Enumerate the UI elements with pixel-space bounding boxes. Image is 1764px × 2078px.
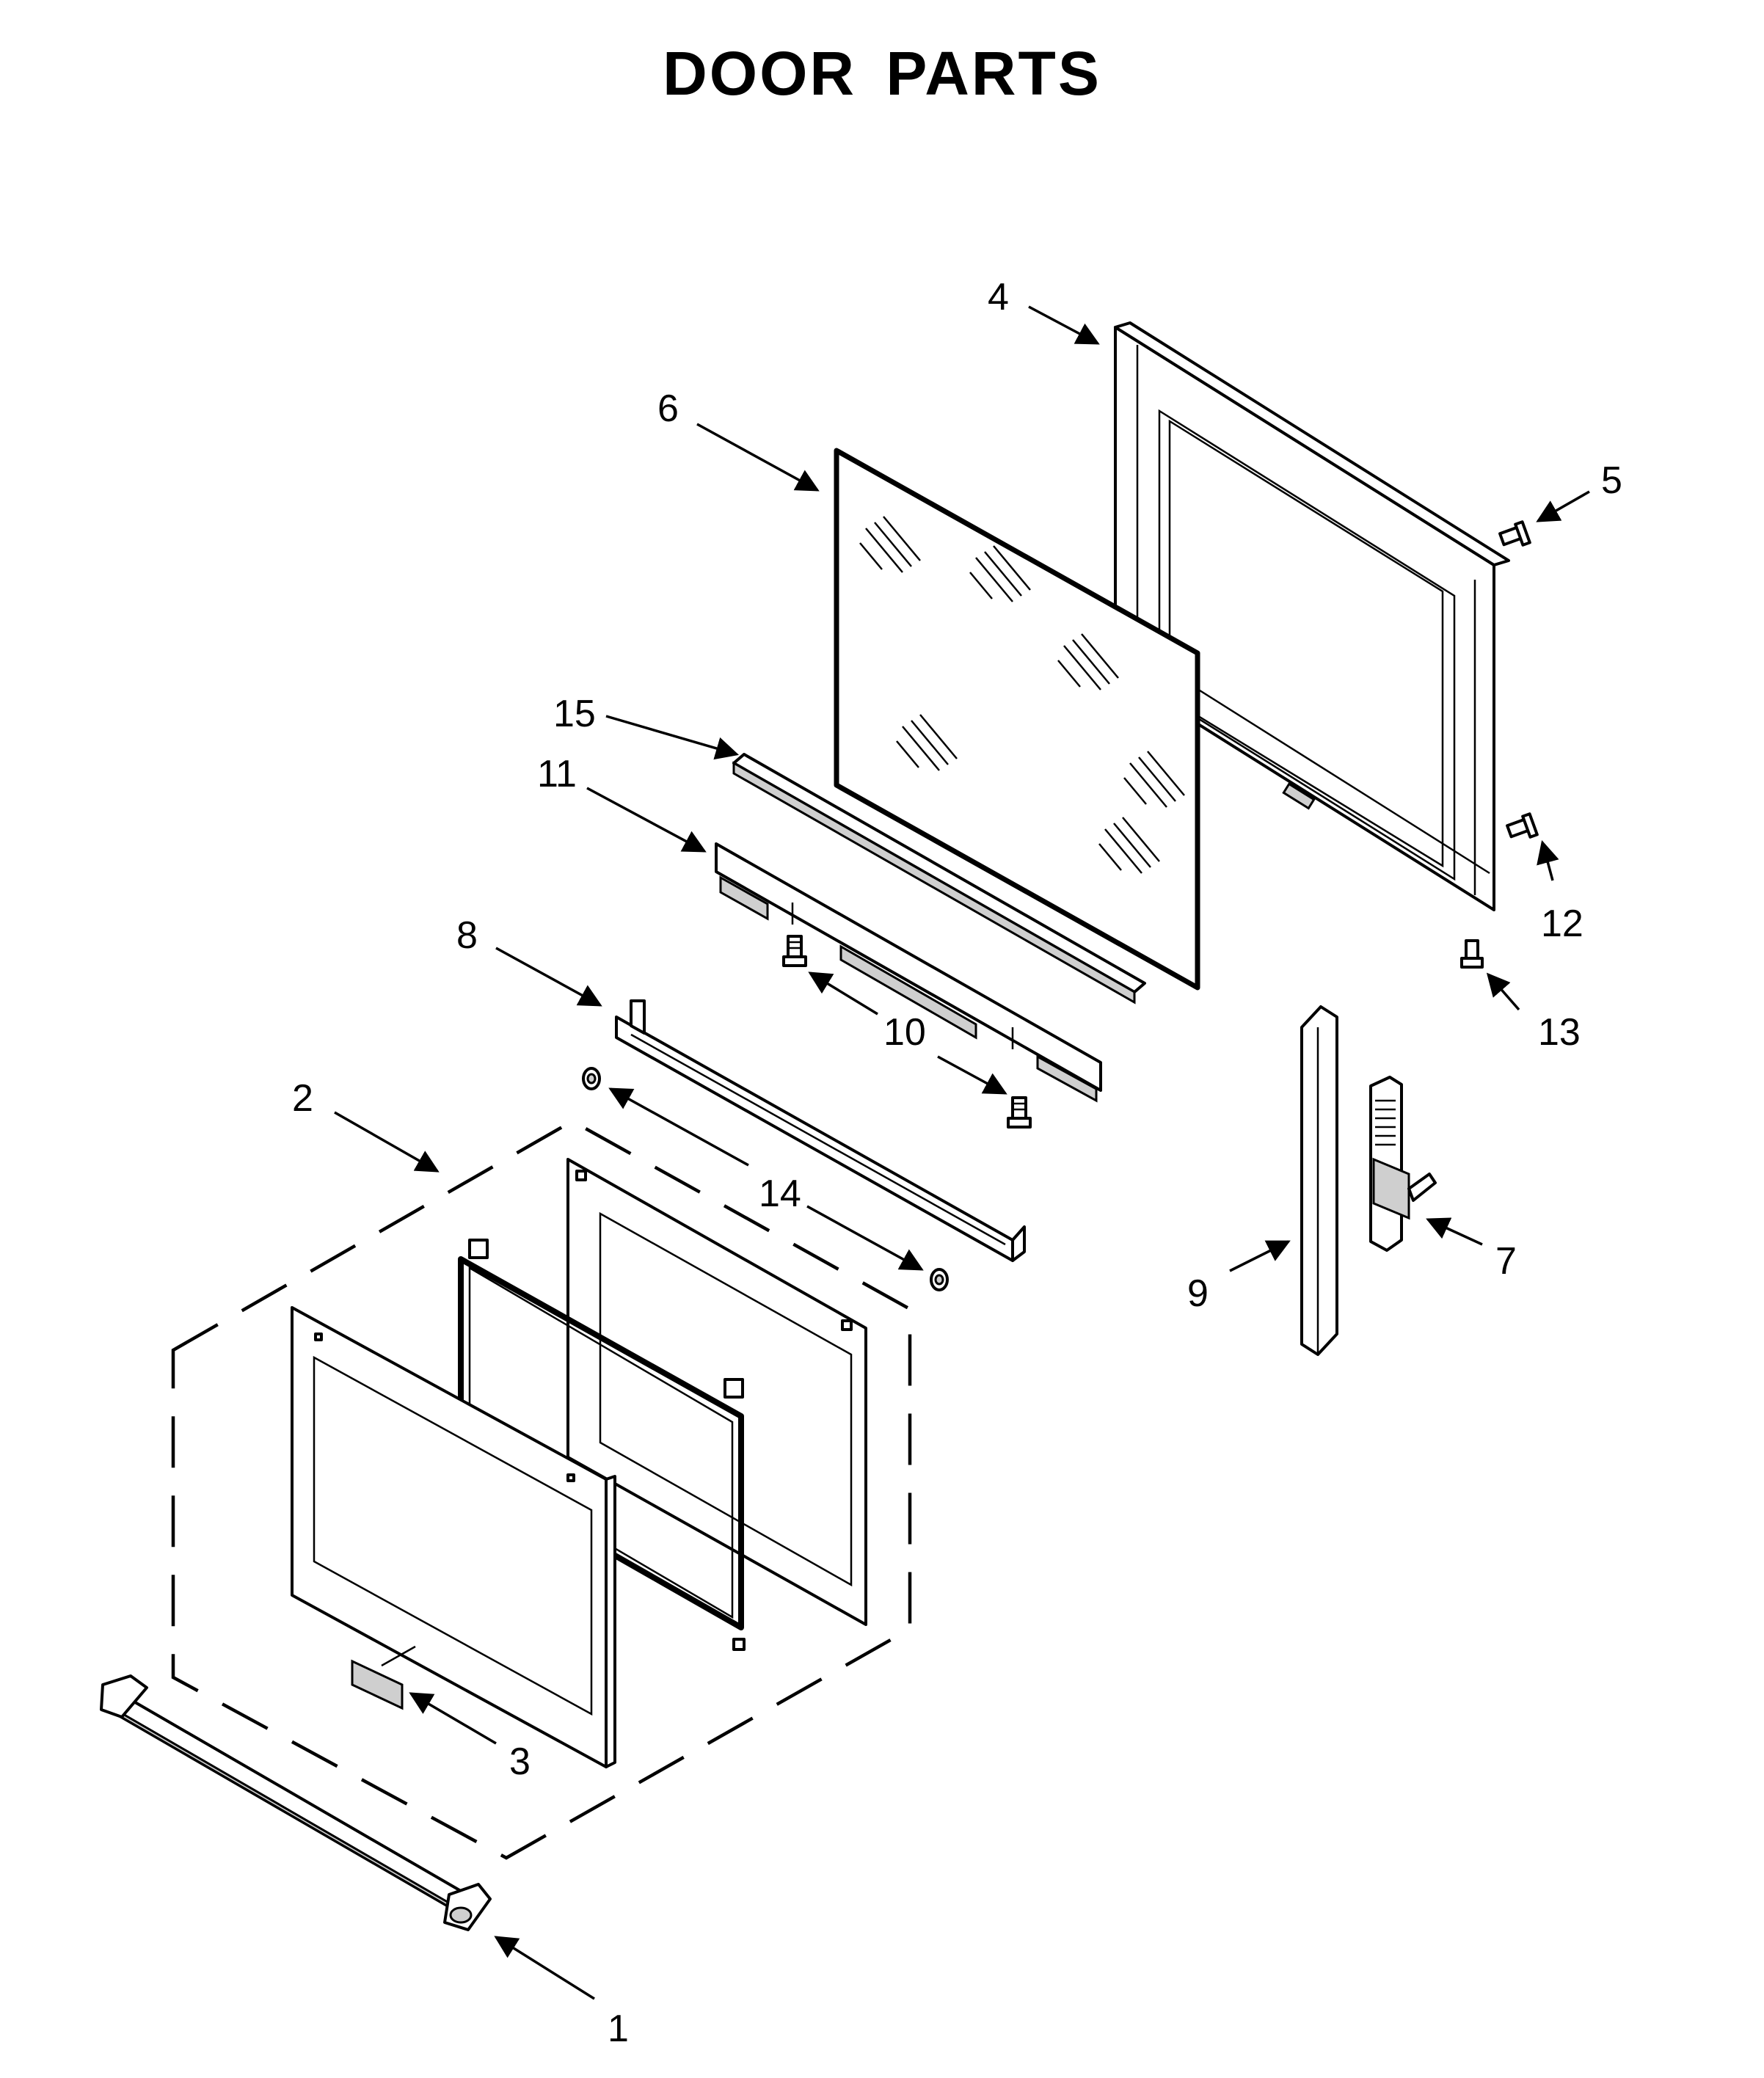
callout-14: 14 — [759, 1173, 801, 1215]
inner-door-panel — [566, 1158, 867, 1626]
callout-3: 3 — [509, 1740, 531, 1783]
part-14-bumper-top — [582, 1067, 601, 1090]
callout-1: 1 — [608, 2008, 629, 2050]
leader-1 — [494, 1936, 595, 2000]
callout-7: 7 — [1495, 1240, 1517, 1283]
leader-14b — [806, 1205, 924, 1271]
callout-9: 9 — [1187, 1272, 1209, 1315]
leader-10a — [808, 971, 878, 1016]
part-6-door-glass — [834, 448, 1200, 991]
callout-5: 5 — [1601, 459, 1622, 502]
callout-numbers: 1 2 3 4 5 6 7 8 9 10 11 12 13 14 15 — [292, 276, 1622, 2050]
part-1-handle — [100, 1674, 492, 1931]
part-13-screw — [1460, 939, 1484, 969]
leader-10b — [937, 1055, 1007, 1095]
callout-13: 13 — [1538, 1011, 1581, 1054]
part-7-hinge — [1369, 1076, 1437, 1252]
part-2-door-assembly-outline — [171, 1119, 912, 1860]
part-5-screw — [1498, 520, 1531, 547]
leader-6 — [696, 423, 820, 492]
part-8-bracket — [615, 999, 1026, 1262]
part-3-badge — [351, 1645, 416, 1710]
leader-15 — [605, 715, 740, 760]
callout-8: 8 — [456, 914, 478, 957]
glass-glare-marks — [859, 516, 1185, 874]
part-9-hinge-channel — [1300, 1005, 1338, 1356]
leader-13 — [1486, 972, 1520, 1011]
leader-9 — [1229, 1240, 1291, 1272]
part-12-screw — [1506, 812, 1539, 839]
callout-4: 4 — [988, 276, 1009, 318]
part-14-bumper-bottom — [930, 1268, 949, 1291]
part-4-door-frame — [1114, 321, 1510, 911]
callout-11: 11 — [537, 753, 577, 795]
callout-2: 2 — [292, 1077, 313, 1120]
callout-15: 15 — [553, 693, 596, 735]
leader-lines — [334, 305, 1590, 2000]
leader-4 — [1028, 305, 1100, 345]
leader-11 — [586, 787, 707, 853]
part-11-channel — [715, 842, 1102, 1103]
part-10-screw-left — [782, 935, 807, 967]
leader-14a — [608, 1087, 749, 1167]
callout-10: 10 — [883, 1011, 926, 1054]
callout-6: 6 — [657, 387, 679, 430]
leader-8 — [495, 947, 602, 1007]
leader-3 — [409, 1692, 497, 1745]
callout-12: 12 — [1541, 903, 1583, 945]
leader-12 — [1537, 839, 1559, 881]
leader-2 — [334, 1111, 440, 1173]
diagram-title: DOOR PARTS — [663, 39, 1101, 108]
part-15-trim — [732, 753, 1146, 1005]
leader-5 — [1536, 490, 1590, 522]
outer-door-panel — [291, 1306, 616, 1768]
part-10-screw-right — [1007, 1096, 1032, 1129]
leader-7 — [1426, 1217, 1483, 1246]
